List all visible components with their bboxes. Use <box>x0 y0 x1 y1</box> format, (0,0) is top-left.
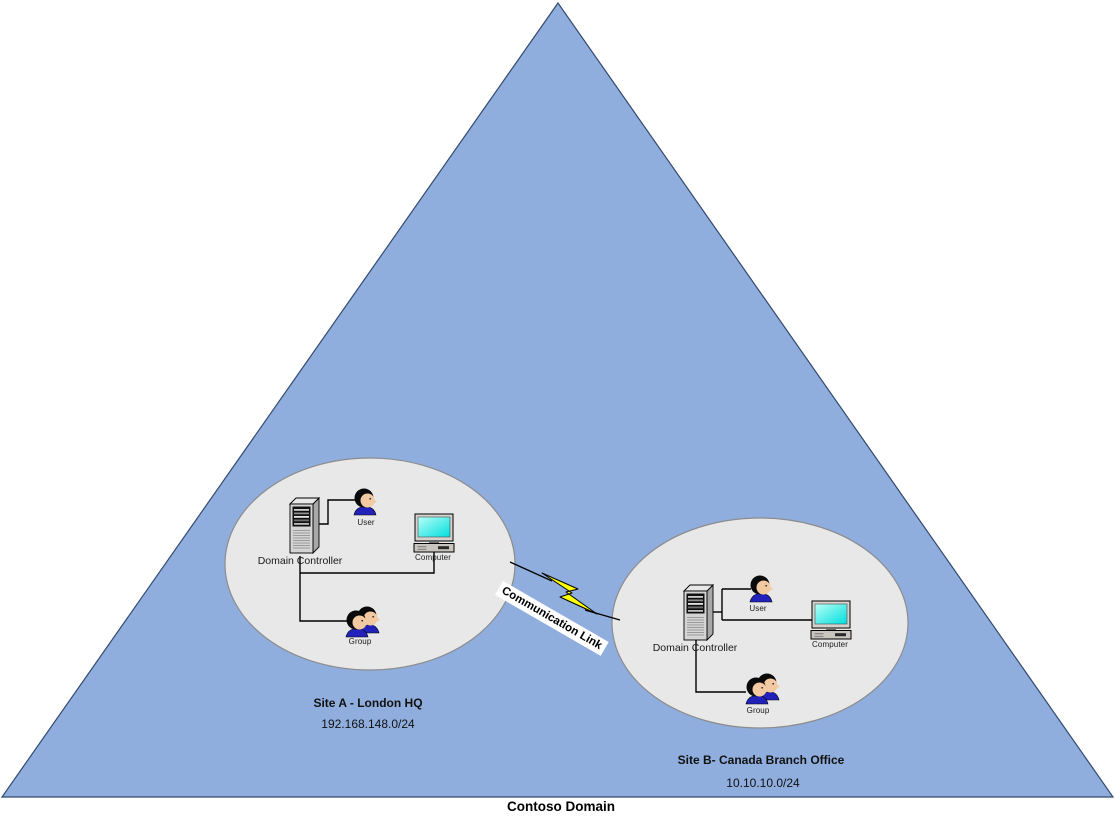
site-b-computer-label: Computer <box>812 640 848 649</box>
site-b-subnet: 10.10.10.0/24 <box>726 776 800 790</box>
site-b-group-label: Group <box>746 706 770 715</box>
site-a-subnet: 192.168.148.0/24 <box>321 717 415 731</box>
site-a-dc-user-connector <box>312 499 355 525</box>
site-b-user-label: User <box>749 604 767 613</box>
site-b-ellipse <box>611 517 909 729</box>
site-b-dc-group-connector <box>695 640 746 693</box>
link-line-left <box>509 561 553 582</box>
site-a-user-label: User <box>357 518 375 527</box>
site-a-domain-controller-icon <box>289 497 320 554</box>
site-b-dc-label: Domain Controller <box>652 642 738 654</box>
site-a-dc-label: Domain Controller <box>257 555 343 567</box>
site-b-domain-controller-icon <box>683 584 714 641</box>
site-a-title: Site A - London HQ <box>313 696 423 710</box>
site-b-title: Site B- Canada Branch Office <box>677 753 845 767</box>
domain-title: Contoso Domain <box>507 799 615 814</box>
site-a-dc-computer-connector <box>300 550 435 574</box>
site-a-computer-label: Computer <box>415 553 451 562</box>
domain-triangle <box>0 1 1115 798</box>
site-b-computer-icon <box>810 600 852 640</box>
lightning-bolt-icon <box>541 572 598 615</box>
site-a-dc-group-connector <box>299 556 347 622</box>
site-a-computer-icon <box>413 513 455 553</box>
site-a-group-label: Group <box>348 637 372 646</box>
